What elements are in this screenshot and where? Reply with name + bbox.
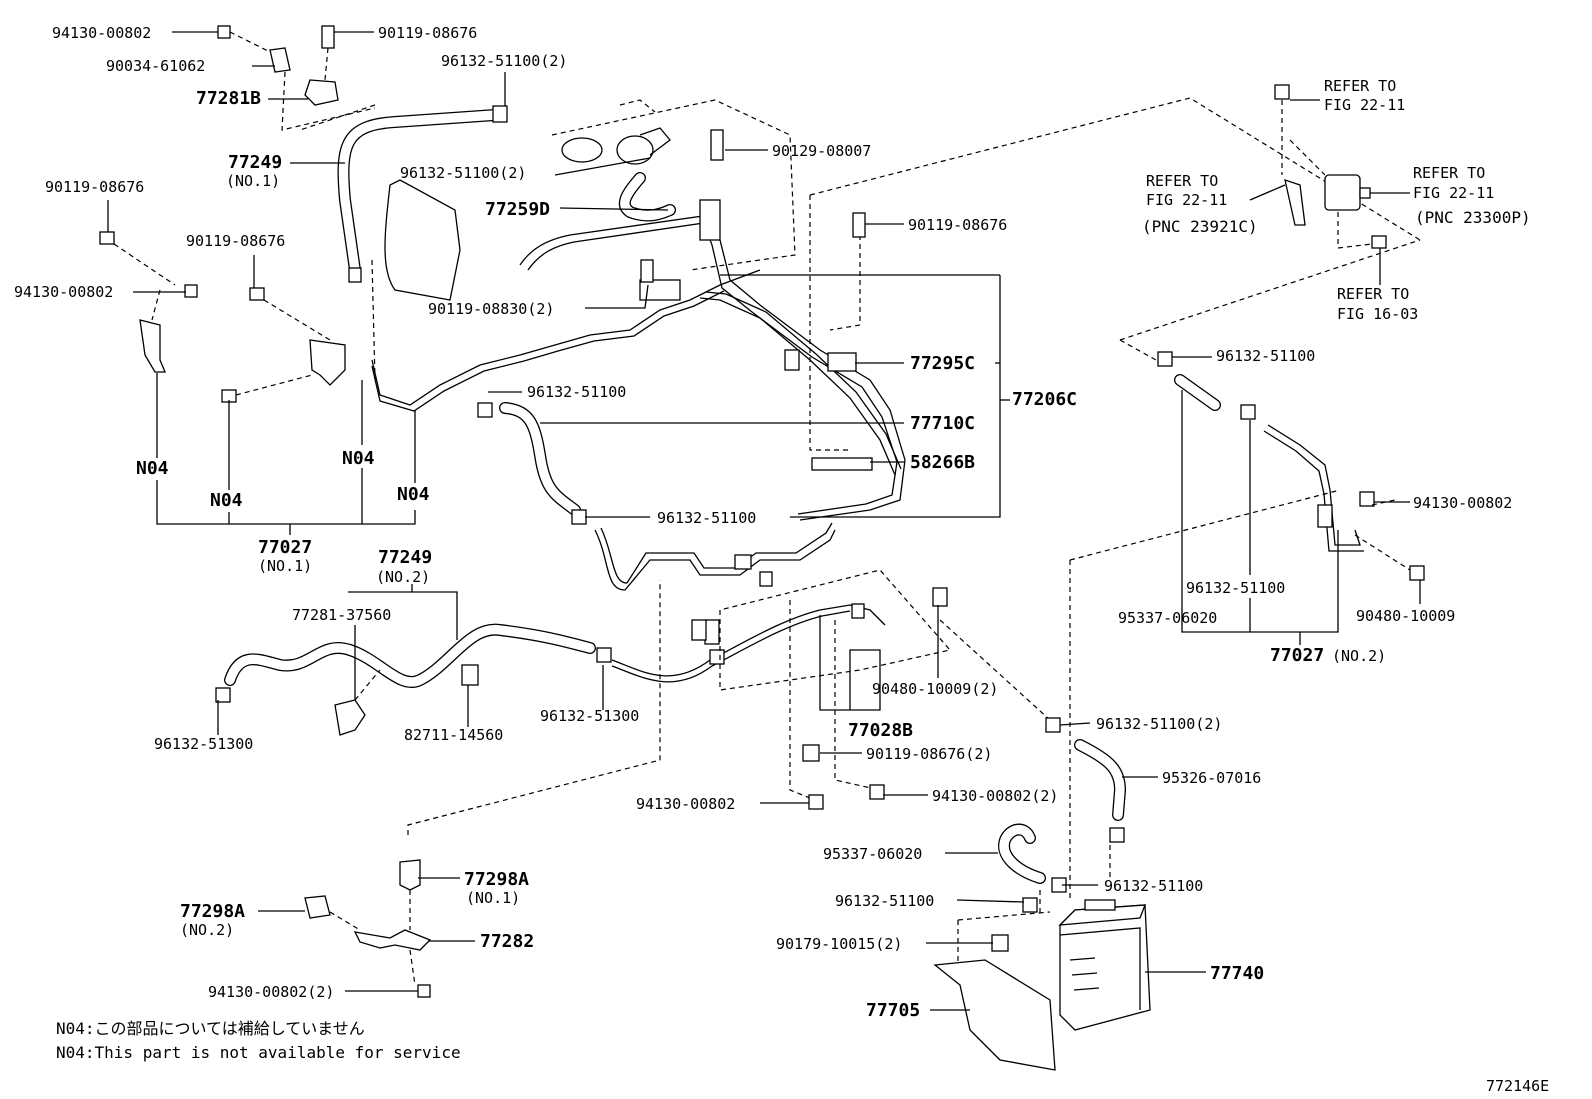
label-fig-22-11-a: FIG 22-11 [1324, 96, 1405, 114]
label-96132-51100-2-a: 96132-51100(2) [441, 52, 567, 70]
tube-77027-no2 [1157, 351, 1425, 581]
label-77298a-no1: 77298A [464, 869, 529, 890]
label-96132-51100-f: 96132-51100 [1186, 579, 1285, 597]
clip-77281b [217, 25, 376, 131]
label-96132-51100-2-c: 96132-51100(2) [1096, 715, 1222, 733]
note-japanese: N04:この部品については補給していません [56, 1019, 365, 1038]
label-96132-51300-a: 96132-51300 [154, 735, 253, 753]
label-77027-no2: 77027 [1270, 645, 1324, 666]
label-pnc-23921c: (PNC 23921C) [1142, 217, 1258, 236]
label-fig-16-03: FIG 16-03 [1337, 305, 1418, 323]
label-90119-08676-c: 90119-08676 [186, 232, 285, 250]
label-90480-10009: 90480-10009 [1356, 607, 1455, 625]
tank-valve [561, 127, 671, 165]
label-94130-00802-a: 94130-00802 [52, 24, 151, 42]
label-94130-00802-2: 94130-00802(2) [932, 787, 1058, 805]
canister-77740 [1058, 899, 1151, 1031]
diagram-code: 772146E [1486, 1077, 1549, 1095]
hose-95326 [1045, 717, 1127, 843]
label-77281b: 77281B [196, 88, 261, 109]
label-95337-06020-a: 95337-06020 [823, 845, 922, 863]
label-77027-no1: 77027 [258, 537, 312, 558]
label-77206c: 77206C [1012, 389, 1077, 410]
label-no2-b: (NO.2) [180, 921, 234, 939]
label-90179-10015-2: 90179-10015(2) [776, 935, 902, 953]
label-90034-61062: 90034-61062 [106, 57, 205, 75]
hose-95337-lower [998, 823, 1067, 913]
label-fig-22-11-c: FIG 22-11 [1413, 184, 1494, 202]
label-77249-no2: 77249 [378, 547, 432, 568]
label-96132-51100-2-b: 96132-51100(2) [400, 164, 526, 182]
clip-77281-37560 [334, 664, 479, 736]
label-n04-b: N04 [210, 490, 243, 511]
label-96132-51100-e: 96132-51100 [1216, 347, 1315, 365]
label-94130-00802-d: 94130-00802 [1413, 494, 1512, 512]
label-94130-00802-2b: 94130-00802(2) [208, 983, 334, 1001]
label-fig-22-11-b: FIG 22-11 [1146, 191, 1227, 209]
label-77281-37560: 77281-37560 [292, 606, 391, 624]
bracket-77282 [304, 580, 661, 998]
label-90119-08676-b: 90119-08676 [45, 178, 144, 196]
hose-77249-no1 [337, 105, 508, 283]
label-96132-51100-d: 96132-51100 [835, 892, 934, 910]
label-refer-2: REFER TO [1146, 172, 1218, 190]
label-refer-1: REFER TO [1324, 77, 1396, 95]
part-labels: 94130-00802 90119-08676 90034-61062 7728… [14, 24, 1531, 1021]
label-pnc-23300p: (PNC 23300P) [1415, 208, 1531, 227]
label-77249-no1: 77249 [228, 152, 282, 173]
label-no2-a: (NO.2) [376, 568, 430, 586]
label-77259d: 77259D [485, 199, 550, 220]
label-77710c: 77710C [910, 413, 975, 434]
label-95326-07016: 95326-07016 [1162, 769, 1261, 787]
fuel-tank-outline [299, 99, 796, 381]
label-77740: 77740 [1210, 963, 1264, 984]
label-n04-c: N04 [342, 448, 375, 469]
label-58266b: 58266B [910, 452, 975, 473]
label-96132-51300-b: 96132-51300 [540, 707, 639, 725]
vsv-assembly [1274, 84, 1387, 249]
label-77705: 77705 [866, 1000, 920, 1021]
misc-fasteners [640, 129, 948, 810]
hose-77249-no2 [215, 623, 612, 703]
label-no1-b: (NO.1) [258, 557, 312, 575]
label-90119-08676-d: 90119-08676 [908, 216, 1007, 234]
label-90119-08676-a: 90119-08676 [378, 24, 477, 42]
lower-vent-tube [594, 522, 836, 591]
note-english: N04:This part is not available for servi… [56, 1043, 461, 1062]
label-90119-08676-2: 90119-08676(2) [866, 745, 992, 763]
label-n04-a: N04 [136, 458, 169, 479]
label-94130-00802-c: 94130-00802 [636, 795, 735, 813]
label-95337-06020-b: 95337-06020 [1118, 609, 1217, 627]
bracket-set-left [99, 231, 346, 403]
label-77028b: 77028B [848, 720, 913, 741]
label-77282: 77282 [480, 931, 534, 952]
tube-77027-no1 [371, 269, 761, 412]
guide-lines [719, 97, 1421, 970]
label-77295c: 77295C [910, 353, 975, 374]
label-96132-51100-c: 96132-51100 [1104, 877, 1203, 895]
label-n04-d: N04 [397, 484, 430, 505]
hose-77259d [618, 172, 676, 222]
leader-lines [107, 31, 1421, 1011]
pipe-bundle [519, 199, 906, 521]
label-90129-08007: 90129-08007 [772, 142, 871, 160]
tube-77028b [611, 603, 886, 683]
label-96132-51100-b: 96132-51100 [657, 509, 756, 527]
hose-77710c [477, 402, 587, 525]
label-refer-4: REFER TO [1337, 285, 1409, 303]
label-96132-51100-a: 96132-51100 [527, 383, 626, 401]
footnotes: N04:この部品については補給していません N04:This part is n… [56, 1019, 461, 1062]
label-no2-c: (NO.2) [1332, 647, 1386, 665]
label-no1-c: (NO.1) [466, 889, 520, 907]
label-94130-00802-b: 94130-00802 [14, 283, 113, 301]
label-refer-3: REFER TO [1413, 164, 1485, 182]
bracket-77705 [933, 934, 1056, 1071]
label-82711-14560: 82711-14560 [404, 726, 503, 744]
label-77298a-no2: 77298A [180, 901, 245, 922]
label-90480-10009-2: 90480-10009(2) [872, 680, 998, 698]
label-90119-08830-2: 90119-08830(2) [428, 300, 554, 318]
label-no1-a: (NO.1) [226, 172, 280, 190]
